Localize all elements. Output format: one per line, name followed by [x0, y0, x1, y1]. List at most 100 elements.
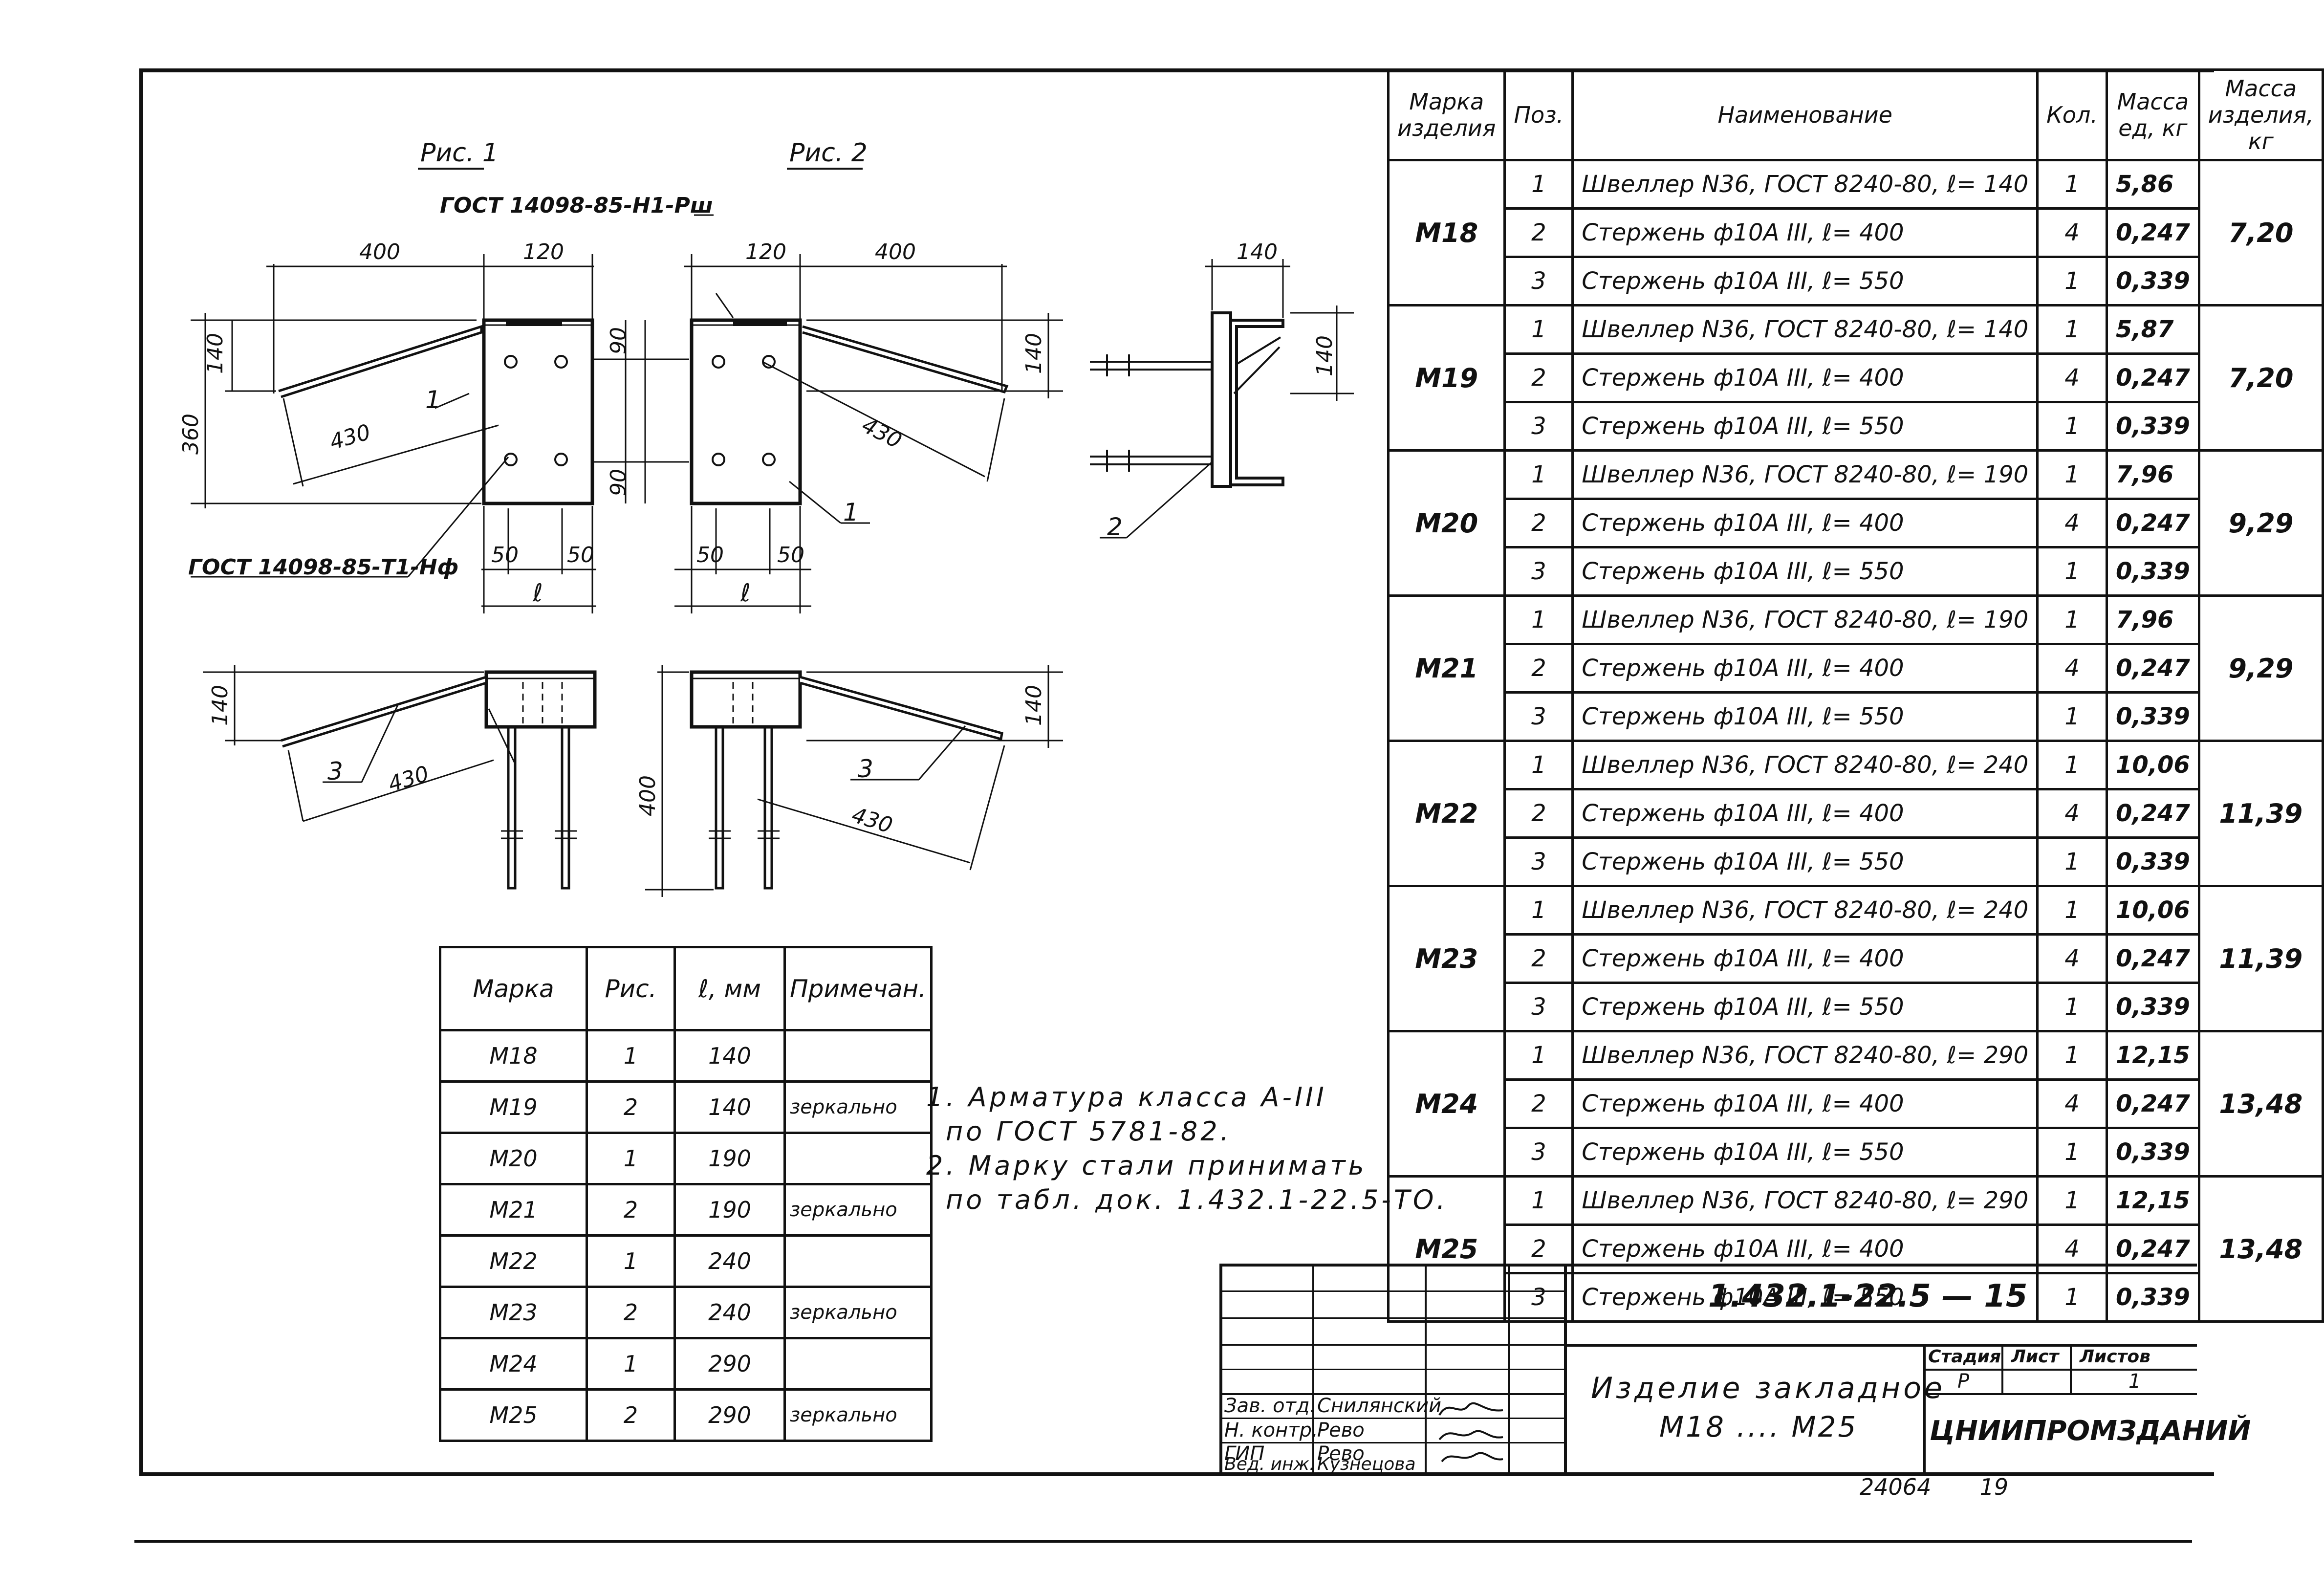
marks-fig-cell: 2	[586, 1183, 676, 1237]
dim-50-d: 50	[777, 543, 804, 568]
note-line: по табл. док. 1.432.1-22.5-ТО.	[946, 1184, 1448, 1215]
spec-name-cell: Стержень ф10А III, ℓ= 550	[1571, 1272, 2039, 1323]
spec-name-cell: Стержень ф10А III, ℓ= 400	[1571, 1078, 2039, 1129]
spec-pos-cell: 3	[1503, 1272, 1574, 1323]
marks-fig-cell: 1	[586, 1132, 676, 1185]
spec-header-mark: Марка изделия	[1387, 68, 1506, 161]
spec-pos-cell: 3	[1503, 256, 1574, 306]
spec-qty-cell: 1	[2036, 1272, 2108, 1323]
spec-pos-cell: 1	[1503, 304, 1574, 355]
dim-l-fig2: ℓ	[740, 579, 751, 607]
spec-name-cell: Швеллер N36, ГОСТ 8240-80, ℓ= 290	[1571, 1030, 2039, 1081]
spec-pos-cell: 1	[1503, 1175, 1574, 1226]
spec-qty-cell: 1	[2036, 449, 2108, 500]
spec-mark-cell: М21	[1387, 594, 1506, 742]
spec-mass-cell: 0,247	[2105, 352, 2200, 403]
spec-name-cell: Стержень ф10А III, ℓ= 400	[1571, 207, 2039, 258]
spec-mass-cell: 0,339	[2105, 1272, 2200, 1323]
title-line-1: Изделие закладное	[1591, 1371, 1945, 1405]
marks-note-cell: зеркально	[783, 1286, 933, 1339]
organization: ЦНИИПРОМЗДАНИЙ	[1930, 1415, 2251, 1447]
fig1-label: Рис. 1	[420, 138, 499, 168]
spec-qty-cell: 1	[2036, 691, 2108, 742]
marks-header-mark: Марка	[439, 946, 588, 1031]
marks-mark-cell: М24	[439, 1337, 588, 1391]
note-line: 2. Марку стали принимать	[926, 1150, 1367, 1181]
fig2-label: Рис. 2	[789, 138, 868, 168]
spec-mass-cell: 0,339	[2105, 836, 2200, 887]
sheets-value: 1	[2129, 1370, 2141, 1393]
role-head: Зав. отд.	[1224, 1395, 1316, 1417]
spec-name-cell: Стержень ф10А III, ℓ= 400	[1571, 788, 2039, 839]
dim-140-fig2-elev: 140	[1021, 685, 1046, 726]
spec-name-cell: Швеллер N36, ГОСТ 8240-80, ℓ= 240	[1571, 885, 2039, 936]
dim-120-fig1: 120	[523, 240, 564, 264]
callout-1-fig2: 1	[843, 498, 859, 526]
spec-name-cell: Стержень ф10А III, ℓ= 550	[1571, 546, 2039, 597]
spec-header-pos: Поз.	[1503, 68, 1574, 161]
spec-mass-cell: 5,87	[2105, 304, 2200, 355]
marks-l-cell: 190	[673, 1183, 786, 1237]
spec-name-cell: Стержень ф10А III, ℓ= 400	[1571, 352, 2039, 403]
callout-3-fig1: 3	[327, 757, 343, 786]
title-line-2: М18 .... М25	[1659, 1410, 1858, 1443]
spec-mass-cell: 0,339	[2105, 546, 2200, 597]
spec-qty-cell: 4	[2036, 643, 2108, 694]
note-line: по ГОСТ 5781-82.	[946, 1116, 1232, 1147]
spec-qty-cell: 1	[2036, 546, 2108, 597]
callout-3-fig2: 3	[858, 755, 873, 783]
marks-mark-cell: М18	[439, 1029, 588, 1083]
note-line: 1. Арматура класса А-III	[926, 1082, 1327, 1113]
spec-mass-cell: 12,15	[2105, 1175, 2200, 1226]
side-view	[1090, 259, 1354, 539]
marks-mark-cell: М25	[439, 1388, 588, 1442]
marks-fig-cell: 2	[586, 1286, 676, 1339]
spec-name-cell: Швеллер N36, ГОСТ 8240-80, ℓ= 140	[1571, 159, 2039, 210]
spec-name-cell: Швеллер N36, ГОСТ 8240-80, ℓ= 240	[1571, 740, 2039, 790]
marks-fig-cell: 2	[586, 1388, 676, 1442]
marks-fig-cell: 1	[586, 1029, 676, 1083]
fig1-elevation	[203, 665, 597, 890]
spec-header-row: Марка изделия Поз. Наименование Кол. Мас…	[1387, 68, 2324, 161]
spec-total-cell: 11,39	[2197, 740, 2324, 887]
notes: 1. Арматура класса А-III по ГОСТ 5781-82…	[926, 1080, 1448, 1217]
document-number: 1.432.1-22.5 — 15	[1708, 1278, 2028, 1314]
spec-mass-cell: 7,96	[2105, 449, 2200, 500]
marks-l-cell: 290	[673, 1388, 786, 1442]
marks-l-cell: 140	[673, 1029, 786, 1083]
spec-pos-cell: 1	[1503, 449, 1574, 500]
spec-qty-cell: 4	[2036, 352, 2108, 403]
fig2-elevation	[645, 665, 1063, 897]
marks-mark-cell: М23	[439, 1286, 588, 1339]
spec-qty-cell: 1	[2036, 982, 2108, 1032]
spec-qty-cell: 1	[2036, 1030, 2108, 1081]
dim-400-elev: 400	[635, 775, 660, 816]
dim-430-fig2: 430	[858, 413, 906, 454]
spec-mass-cell: 0,339	[2105, 982, 2200, 1032]
spec-total-cell: 7,20	[2197, 304, 2324, 452]
marks-note-cell: зеркально	[783, 1080, 933, 1134]
spec-qty-cell: 4	[2036, 933, 2108, 984]
marks-mark-cell: М20	[439, 1132, 588, 1185]
gost-bottom-label: ГОСТ 14098-85-Т1-Нф	[188, 555, 458, 580]
marks-l-cell: 140	[673, 1080, 786, 1134]
spec-pos-cell: 1	[1503, 159, 1574, 210]
spec-pos-cell: 3	[1503, 836, 1574, 887]
stage-value: Р	[1957, 1370, 1970, 1393]
spec-mark-cell: М19	[1387, 304, 1506, 452]
spec-qty-cell: 1	[2036, 1127, 2108, 1178]
spec-mass-cell: 0,339	[2105, 691, 2200, 742]
sheets-label: Листов	[2080, 1347, 2150, 1367]
spec-name-cell: Стержень ф10А III, ℓ= 550	[1571, 691, 2039, 742]
dim-400-fig1: 400	[359, 240, 400, 264]
spec-name-cell: Стержень ф10А III, ℓ= 550	[1571, 836, 2039, 887]
